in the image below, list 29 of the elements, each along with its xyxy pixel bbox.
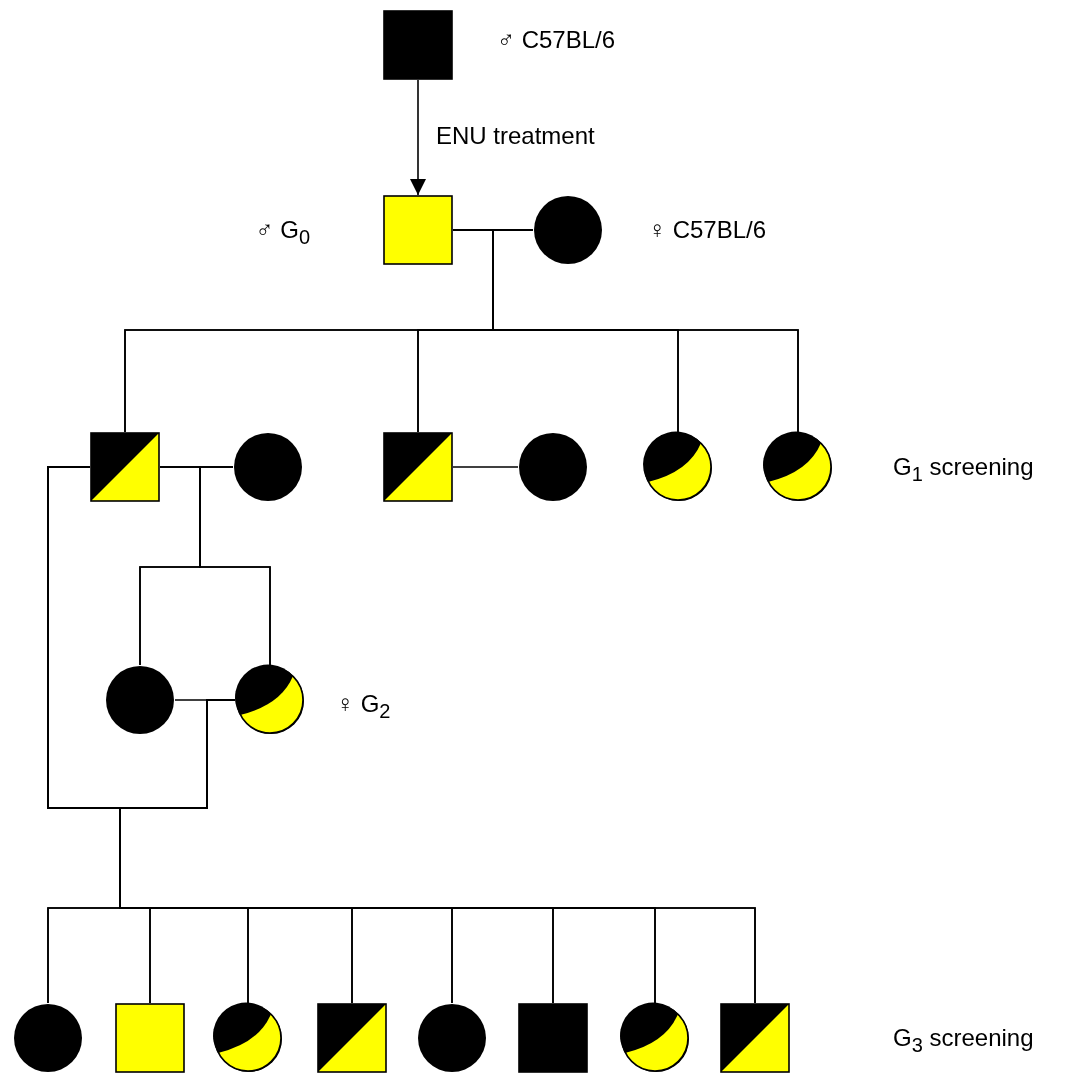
male-square-symbol — [113, 1001, 187, 1075]
female-circle-symbol — [516, 430, 590, 504]
symbol-caption: ♂ C57BL/6 — [497, 26, 616, 54]
generation-label: G$_{1}$ screening — [893, 453, 1034, 487]
female-circle-symbol — [231, 430, 305, 504]
symbol-caption: ♀ G$_{2}$ — [336, 690, 391, 724]
female-circle-symbol — [618, 1001, 692, 1075]
pedigree-line — [452, 466, 519, 468]
female-circle-symbol — [761, 430, 835, 504]
male-square-symbol — [88, 430, 162, 504]
symbol-caption: ♂ G$_{0}$ — [255, 216, 310, 250]
female-circle-symbol — [233, 663, 307, 737]
female-circle-symbol — [103, 663, 177, 737]
male-square-symbol — [381, 430, 455, 504]
male-square-symbol — [718, 1001, 792, 1075]
male-square-symbol — [381, 193, 455, 267]
male-square-symbol — [381, 8, 455, 82]
pedigree-line — [119, 699, 756, 1004]
female-circle-symbol — [531, 193, 605, 267]
male-square-symbol — [315, 1001, 389, 1075]
female-circle-symbol — [11, 1001, 85, 1075]
generation-label: G$_{3}$ screening — [893, 1024, 1034, 1058]
symbol-caption: ♀ C57BL/6 — [648, 216, 767, 244]
female-circle-symbol — [211, 1001, 285, 1075]
female-circle-symbol — [641, 430, 715, 504]
male-square-symbol — [516, 1001, 590, 1075]
arrow — [410, 79, 426, 196]
female-circle-symbol — [415, 1001, 489, 1075]
pedigree-line — [199, 466, 271, 666]
